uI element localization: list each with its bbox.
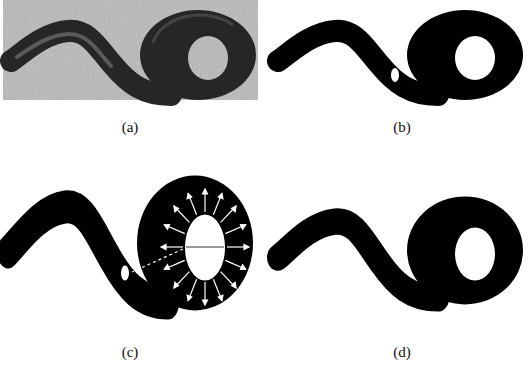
panel-label: (d) [393, 343, 411, 361]
result-image [278, 196, 523, 304]
panel-label: (b) [393, 118, 411, 136]
radial-fill-image [8, 176, 253, 311]
panel-label: (a) [122, 118, 139, 136]
binary-image [278, 10, 523, 100]
panel-label: (c) [122, 343, 139, 361]
original-image [3, 0, 258, 100]
